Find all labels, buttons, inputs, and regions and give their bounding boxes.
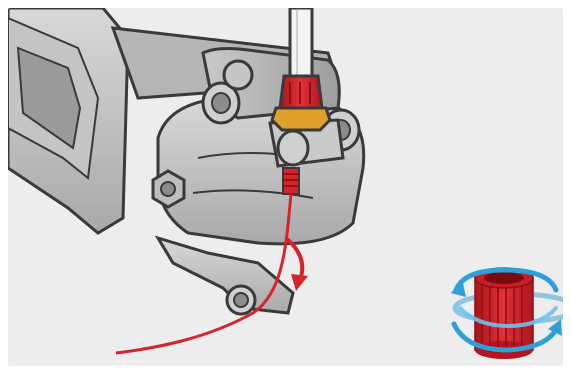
direction-arrow <box>288 240 308 291</box>
illustration-panel <box>8 8 563 366</box>
cable-end-cap-icon <box>451 268 563 359</box>
brake-caliper-illustration <box>8 8 563 366</box>
